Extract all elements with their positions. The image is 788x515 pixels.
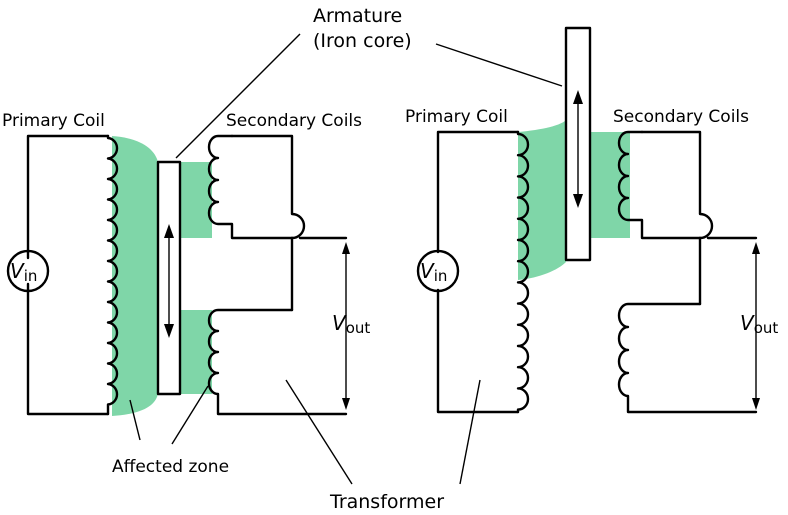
armature-pointer-left bbox=[175, 33, 301, 159]
affected-zone-pointer-2 bbox=[171, 385, 209, 445]
transformer-pointer-right bbox=[459, 379, 481, 485]
armature-right bbox=[564, 26, 592, 262]
primary-circuit-left bbox=[26, 134, 110, 416]
affected-zone-pointer-1 bbox=[129, 399, 141, 441]
armature-arrow-head-up-left bbox=[164, 224, 174, 238]
vout-arrow-head-up-right bbox=[752, 242, 760, 254]
vin-source-left bbox=[6, 249, 50, 293]
affected-zone-secondary-upper-left bbox=[180, 162, 212, 238]
secondary-coil-upper-right bbox=[617, 130, 702, 240]
secondary-coil-upper-left bbox=[207, 134, 294, 240]
secondary-circuit-upper-left bbox=[230, 134, 348, 240]
primary-coil-label-right: Primary Coil bbox=[405, 107, 508, 127]
vout-label-right: Vout bbox=[740, 311, 778, 337]
affected-zone-primary-right bbox=[518, 120, 566, 280]
armature-left bbox=[156, 160, 182, 396]
vout-label-left: Vout bbox=[332, 311, 370, 337]
vout-arrow-head-up-left bbox=[342, 242, 350, 254]
secondary-circuit-upper-right bbox=[640, 130, 758, 240]
vout-arrow-head-down-right bbox=[752, 398, 760, 410]
armature-arrow-head-down-right bbox=[573, 194, 583, 208]
armature-label-line2: (Iron core) bbox=[313, 30, 412, 52]
armature-label-line1: Armature bbox=[313, 5, 402, 27]
transformer-label: Transformer bbox=[329, 491, 444, 513]
secondary-coil-lower-right bbox=[617, 302, 758, 414]
right-transformer: Vin Vout Primary Coil Secondary Coils bbox=[405, 26, 778, 414]
secondary-coil-lower-left bbox=[207, 308, 348, 416]
vin-label-left: Vin bbox=[10, 259, 37, 285]
armature-arrow-head-up-right bbox=[573, 90, 583, 104]
vin-source-right bbox=[416, 249, 460, 293]
primary-coil-left bbox=[106, 134, 119, 416]
armature-arrow-head-down-left bbox=[164, 324, 174, 338]
secondary-coils-label-left: Secondary Coils bbox=[226, 111, 362, 131]
affected-zone-primary-left bbox=[112, 136, 158, 416]
affected-zone-secondary-right bbox=[590, 132, 630, 238]
transformer-pointer-left bbox=[285, 379, 353, 485]
armature-pointer-right bbox=[435, 43, 563, 87]
primary-circuit-right bbox=[436, 130, 520, 414]
affected-zone-label: Affected zone bbox=[112, 457, 229, 477]
primary-coil-right bbox=[516, 130, 530, 414]
left-transformer: Vin Vout Primary Coil Secondary Coils Af… bbox=[2, 111, 370, 477]
primary-coil-label-left: Primary Coil bbox=[2, 111, 105, 131]
vout-arrow-head-down-left bbox=[342, 398, 350, 410]
affected-zone-secondary-lower-left bbox=[180, 310, 212, 394]
secondary-coils-label-right: Secondary Coils bbox=[613, 107, 749, 127]
vin-label-right: Vin bbox=[420, 259, 447, 285]
